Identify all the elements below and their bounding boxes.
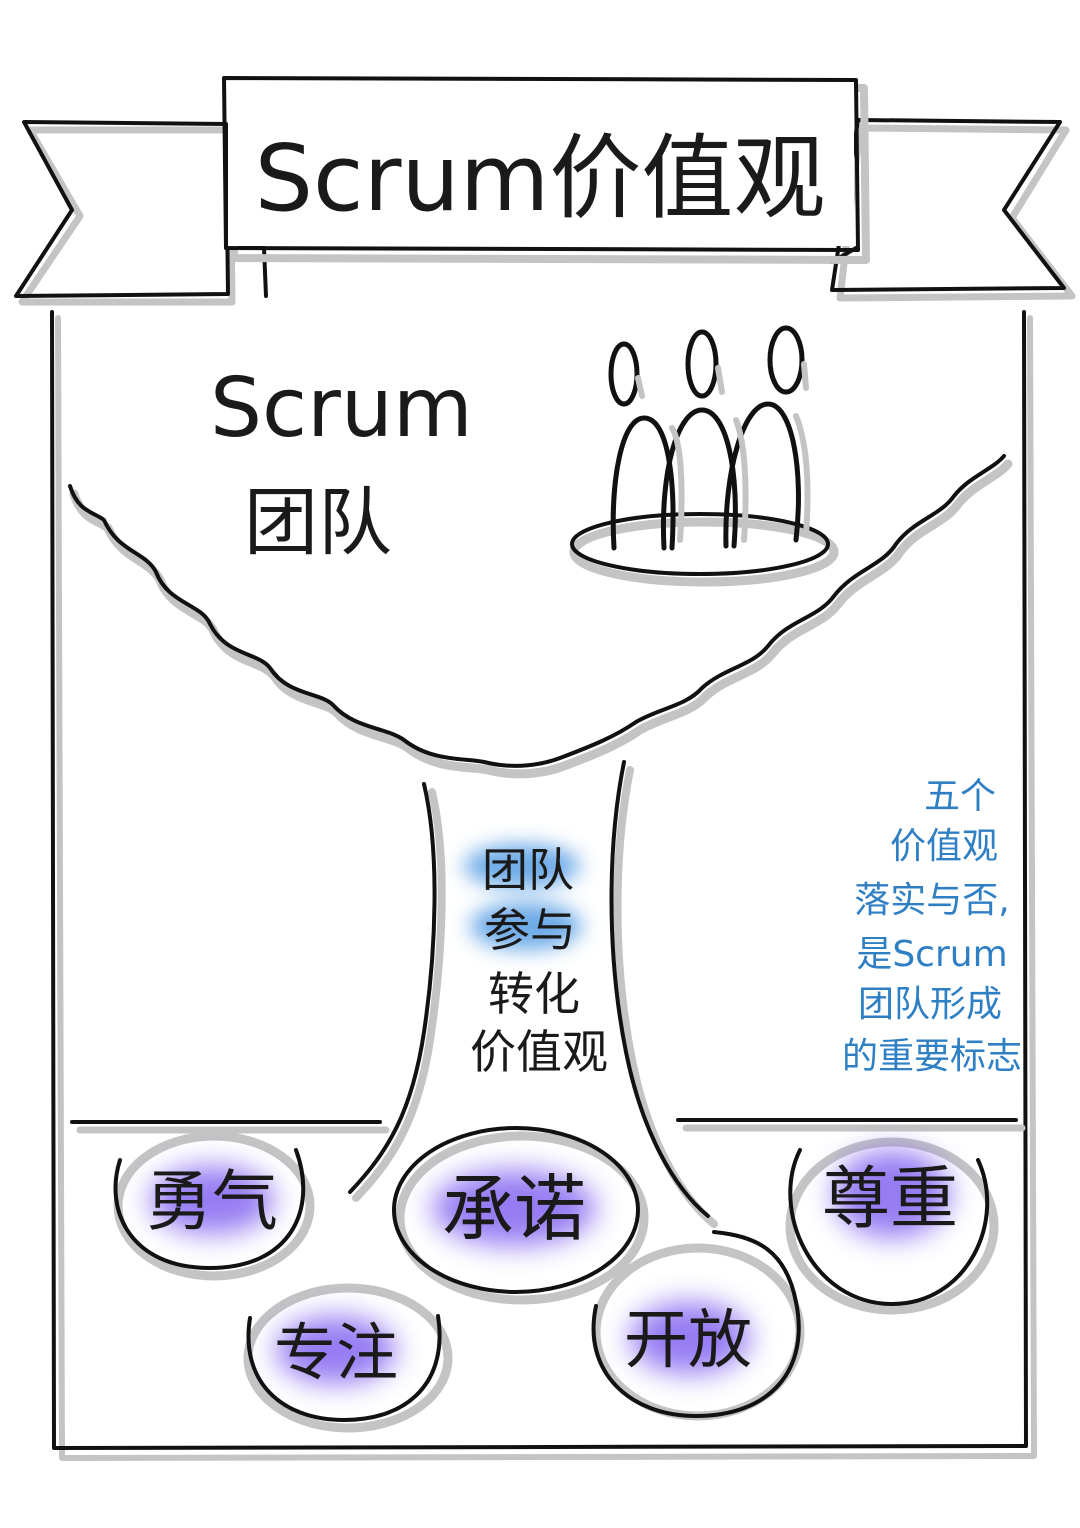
value-openness-label: 开放	[624, 1304, 752, 1378]
value-commitment: 承诺	[392, 1126, 649, 1305]
trunk-text-transform: 转化	[488, 967, 580, 1021]
trunk-text-values: 价值观	[470, 1025, 608, 1079]
canopy-shadow	[69, 459, 1013, 779]
team-label-team: 团队	[244, 480, 392, 566]
side-note-line-1: 五个	[924, 776, 996, 817]
trunk-text-team: 团队	[482, 843, 574, 897]
value-focus-label: 专注	[274, 1316, 398, 1389]
value-courage-label: 勇气	[146, 1163, 278, 1240]
value-courage: 勇气	[113, 1131, 315, 1281]
side-note: 五个 价值观 落实与否, 是Scrum 团队形成 的重要标志	[842, 776, 1022, 1077]
ground-lines	[70, 1118, 1026, 1134]
side-note-line-5: 团队形成	[858, 984, 1002, 1025]
tree-trunk: 团队 参与 转化 价值观	[348, 760, 718, 1228]
side-note-line-2: 价值观	[890, 826, 998, 867]
value-commitment-label: 承诺	[442, 1167, 586, 1251]
tree-canopy: Scrum 团队	[68, 325, 1013, 779]
side-note-line-3: 落实与否,	[854, 880, 1009, 921]
canopy-outline	[68, 454, 1006, 768]
team-label-scrum: Scrum	[210, 361, 473, 456]
title-banner: Scrum价值观	[14, 76, 1076, 306]
value-respect: 尊重	[785, 1137, 999, 1315]
side-note-line-6: 的重要标志	[842, 1036, 1022, 1077]
trunk-text-participate: 参与	[484, 903, 576, 957]
value-respect-label: 尊重	[822, 1160, 958, 1239]
page-frame	[50, 310, 1037, 1461]
value-focus: 专注	[243, 1283, 453, 1433]
team-people-icon	[569, 325, 839, 587]
page-title: Scrum价值观	[255, 125, 826, 232]
side-note-line-4: 是Scrum	[856, 934, 1007, 975]
value-openness: 开放	[591, 1230, 805, 1421]
